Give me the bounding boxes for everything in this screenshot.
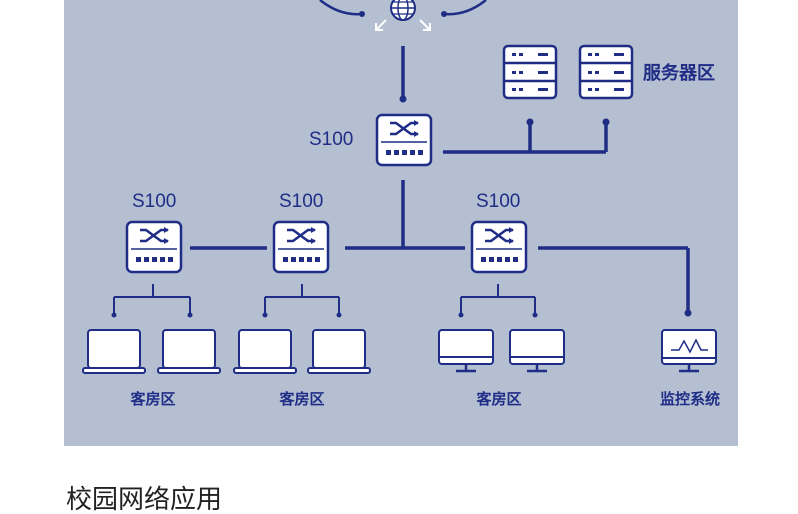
network-diagram bbox=[82, 0, 717, 374]
laptop-icon bbox=[307, 329, 371, 374]
server-icon bbox=[502, 44, 558, 100]
desktop-icon bbox=[437, 328, 495, 373]
globe-icon bbox=[390, 0, 416, 21]
switch-left-label: S100 bbox=[132, 191, 177, 212]
arrow-icon bbox=[375, 19, 431, 31]
server-icon bbox=[578, 44, 634, 100]
endpoint-dots bbox=[399, 95, 692, 317]
switch-icon bbox=[272, 220, 330, 274]
switch-middle-label: S100 bbox=[279, 191, 324, 212]
switch-icon bbox=[125, 220, 183, 274]
connection-lines bbox=[190, 46, 690, 312]
core-switch-icon bbox=[375, 113, 433, 167]
core-switch-label: S100 bbox=[309, 129, 354, 150]
guest-zone-label: 客房区 bbox=[476, 391, 522, 408]
desktop-icon bbox=[508, 328, 566, 373]
branch-connectors bbox=[113, 284, 536, 314]
monitor-icon bbox=[661, 329, 717, 373]
section-caption: 校园网络应用 bbox=[66, 484, 223, 514]
guest-zone-label: 客房区 bbox=[130, 391, 176, 408]
switch-icon bbox=[470, 220, 528, 274]
internet-group bbox=[319, 0, 487, 31]
guest-zone-label: 客房区 bbox=[279, 391, 325, 408]
laptop-icon bbox=[157, 329, 221, 374]
switch-right-label: S100 bbox=[476, 191, 521, 212]
laptop-icon bbox=[233, 329, 297, 374]
monitor-zone-label: 监控系统 bbox=[659, 391, 721, 408]
branch-dots bbox=[111, 312, 538, 318]
laptop-icon bbox=[82, 329, 146, 374]
server-zone-label: 服务器区 bbox=[643, 63, 715, 83]
